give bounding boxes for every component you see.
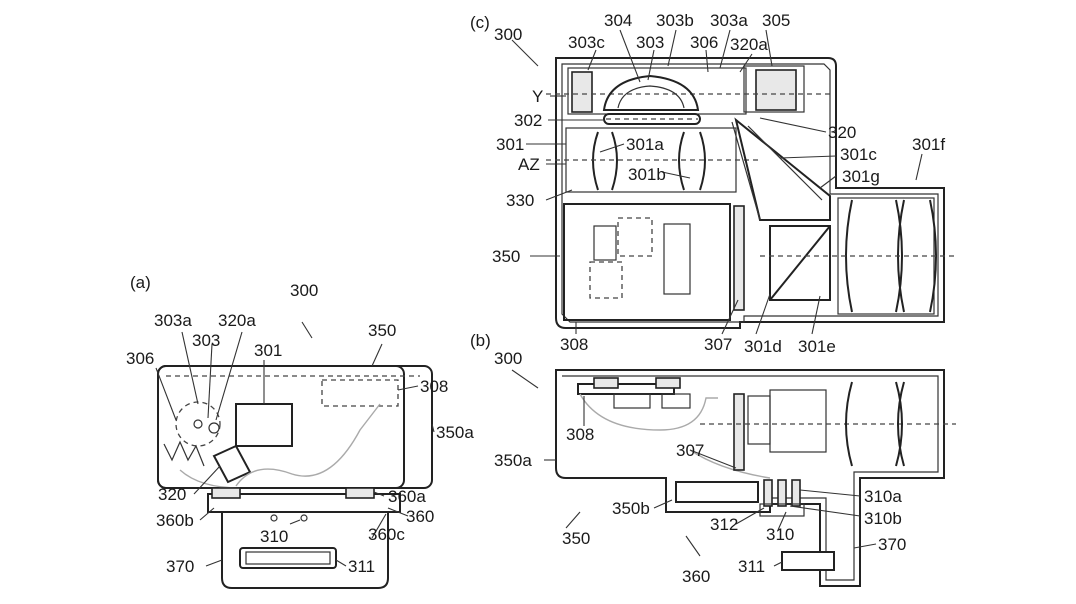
panel-b-drawing — [555, 369, 956, 587]
label-c-303b: 303b — [656, 11, 694, 30]
label-b-350: 350 — [562, 529, 590, 548]
label-a-350: 350 — [368, 321, 396, 340]
label-a-301: 301 — [254, 341, 282, 360]
label-a-310: 310 — [260, 527, 288, 546]
label-b-360: 360 — [682, 567, 710, 586]
label-c-303c: 303c — [568, 33, 605, 52]
label-c-330: 330 — [506, 191, 534, 210]
label-c-320a: 320a — [730, 35, 768, 54]
label-b-307: 307 — [676, 441, 704, 460]
label-a-360a: 360a — [388, 487, 426, 506]
label-c-302: 302 — [514, 111, 542, 130]
panel-c-drawing — [546, 57, 956, 329]
label-c-305: 305 — [762, 11, 790, 30]
label-c-320: 320 — [828, 123, 856, 142]
label-b-310b: 310b — [864, 509, 902, 528]
label-a-303a: 303a — [154, 311, 192, 330]
label-c-308: 308 — [560, 335, 588, 354]
label-a-308: 308 — [420, 377, 448, 396]
label-a-370: 370 — [166, 557, 194, 576]
label-c-AZ: AZ — [518, 155, 540, 174]
label-c-303: 303 — [636, 33, 664, 52]
label-a-300: 300 — [290, 281, 318, 300]
label-c-Y: Y — [532, 87, 543, 106]
panel-a-drawing — [157, 365, 433, 589]
label-c-301a: 301a — [626, 135, 664, 154]
label-b-300: 300 — [494, 349, 522, 368]
label-a-306: 306 — [126, 349, 154, 368]
label-b-310a: 310a — [864, 487, 902, 506]
label-c-301: 301 — [496, 135, 524, 154]
label-b-370: 370 — [878, 535, 906, 554]
labels-panel-b: 300 308 307 350a 350b 350 310a 310b 312 … — [494, 349, 906, 586]
panel-tag-a: (a) — [130, 273, 151, 292]
label-a-303: 303 — [192, 331, 220, 350]
label-c-306: 306 — [690, 33, 718, 52]
label-a-320: 320 — [158, 485, 186, 504]
label-b-310: 310 — [766, 525, 794, 544]
panel-tag-c: (c) — [470, 13, 490, 32]
label-c-303a: 303a — [710, 11, 748, 30]
labels-panel-c: 300 304 303b 303a 305 303c 303 306 320a … — [492, 11, 945, 356]
label-c-301b: 301b — [628, 165, 666, 184]
labels-panel-a: 300 303a 320a 303 306 301 350 308 350a 3… — [126, 281, 474, 576]
label-a-360: 360 — [406, 507, 434, 526]
label-c-301g: 301g — [842, 167, 880, 186]
label-a-311: 311 — [348, 557, 375, 576]
label-c-301e: 301e — [798, 337, 836, 356]
label-c-350: 350 — [492, 247, 520, 266]
label-b-308: 308 — [566, 425, 594, 444]
label-c-307: 307 — [704, 335, 732, 354]
label-a-320a: 320a — [218, 311, 256, 330]
label-c-300: 300 — [494, 25, 522, 44]
label-c-301d: 301d — [744, 337, 782, 356]
label-b-350b: 350b — [612, 499, 650, 518]
label-b-312: 312 — [710, 515, 738, 534]
label-c-301c: 301c — [840, 145, 877, 164]
label-b-311: 311 — [738, 557, 765, 576]
label-a-350a: 350a — [436, 423, 474, 442]
label-c-301f: 301f — [912, 135, 945, 154]
label-b-350a: 350a — [494, 451, 532, 470]
label-c-304: 304 — [604, 11, 632, 30]
leader-lines — [155, 29, 923, 567]
panel-tag-b: (b) — [470, 331, 491, 350]
label-a-360c: 360c — [368, 525, 405, 544]
label-a-360b: 360b — [156, 511, 194, 530]
